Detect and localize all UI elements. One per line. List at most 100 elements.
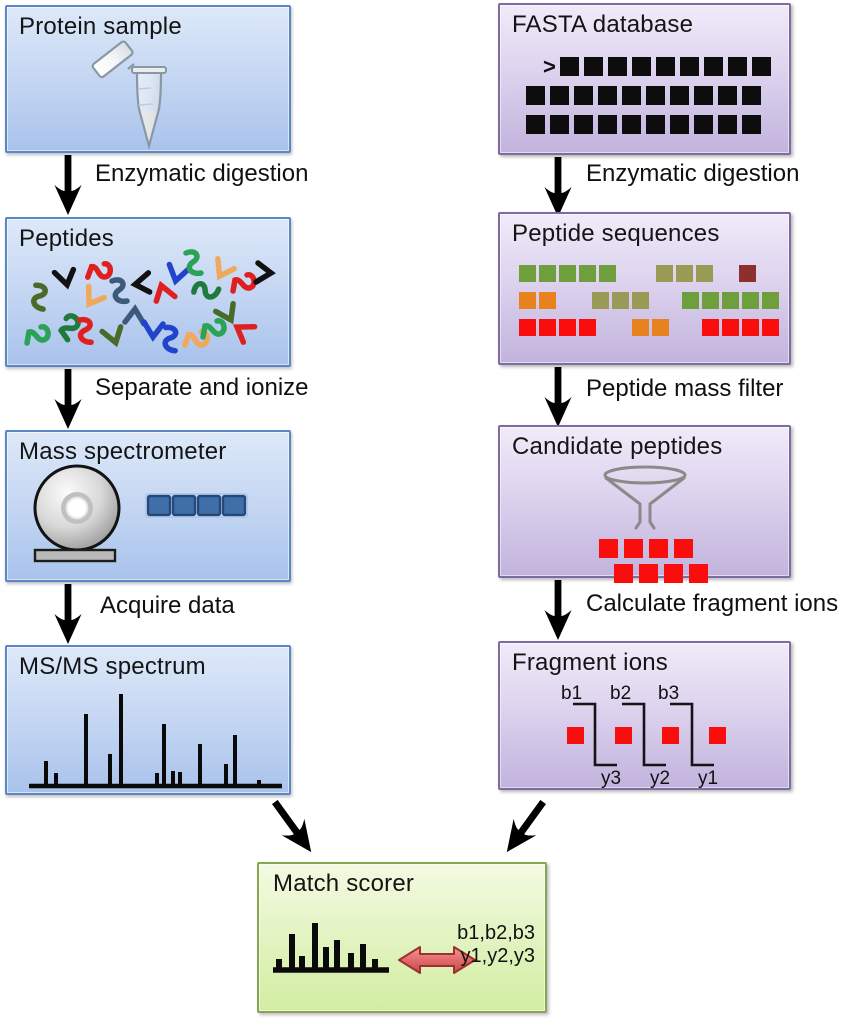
- sequence-square: [579, 265, 596, 282]
- box-peptides: Peptides: [5, 217, 291, 367]
- sequence-square: [696, 265, 713, 282]
- sequence-square: [762, 319, 779, 336]
- box-title: Mass spectrometer: [19, 438, 227, 465]
- microcentrifuge-tube-icon: [91, 40, 167, 151]
- down-arrow: [54, 155, 82, 215]
- b-ions-label: b1,b2,b3: [457, 922, 535, 944]
- sequence-square: [656, 57, 675, 76]
- sequence-square: [550, 115, 569, 134]
- sequence-square: [722, 319, 739, 336]
- sequence-square: [670, 86, 689, 105]
- sequence-square: [592, 292, 609, 309]
- sequence-square: [702, 292, 719, 309]
- arrow-label: Acquire data: [100, 592, 235, 619]
- sequence-square: [646, 86, 665, 105]
- peptide-square: [614, 564, 633, 583]
- sequence-square: [718, 115, 737, 134]
- sequence-square: [612, 292, 629, 309]
- sequence-square: [622, 86, 641, 105]
- sequence-square: [519, 319, 536, 336]
- sequence-square: [680, 57, 699, 76]
- svg-text:y1: y1: [698, 768, 718, 788]
- arrow-label: Peptide mass filter: [586, 375, 784, 402]
- sequence-square: [670, 115, 689, 134]
- box-protein-sample: Protein sample: [5, 5, 291, 153]
- down-arrow: [544, 157, 572, 217]
- box-peptide-sequences: Peptide sequences: [498, 212, 791, 365]
- double-arrow-icon: [398, 946, 476, 974]
- sequence-square: [598, 86, 617, 105]
- sequence-square: [574, 115, 593, 134]
- sequence-square: [539, 265, 556, 282]
- arrow-label: Calculate fragment ions: [586, 590, 839, 617]
- sequence-square: [519, 292, 536, 309]
- peptide-sequence-row: [519, 292, 782, 309]
- box-title: Candidate peptides: [512, 433, 723, 460]
- box-title: Match scorer: [273, 870, 415, 897]
- sequence-square: [646, 115, 665, 134]
- sequence-square: [519, 265, 536, 282]
- down-arrow: [544, 367, 572, 427]
- sequence-square: [608, 57, 627, 76]
- box-title: FASTA database: [512, 11, 694, 38]
- box-title: Peptides: [19, 225, 114, 252]
- sequence-square: [599, 265, 616, 282]
- sequence-square: [722, 292, 739, 309]
- sequence-square: [742, 319, 759, 336]
- arrow-label: Separate and ionize: [95, 374, 309, 401]
- arrow-label: Enzymatic digestion: [586, 160, 800, 187]
- fasta-prefix: >: [543, 54, 556, 79]
- colored-sequences-icon: [519, 265, 784, 345]
- peptide-square: [689, 564, 708, 583]
- fasta-row: >: [543, 54, 776, 79]
- svg-text:b2: b2: [610, 683, 631, 704]
- spectrometer-icon: [33, 464, 248, 563]
- peptide-square: [599, 539, 618, 558]
- sequence-square: [560, 57, 579, 76]
- box-mass-spectrometer: Mass spectrometer: [5, 430, 291, 582]
- ion-labels: b1,b2,b3 y1,y2,y3: [457, 922, 535, 968]
- sequence-square: [526, 115, 545, 134]
- sequence-square: [762, 292, 779, 309]
- box-title: Protein sample: [19, 13, 182, 40]
- peptide-sequence-row: [519, 319, 782, 336]
- sequence-square: [574, 86, 593, 105]
- sequence-square: [622, 115, 641, 134]
- svg-text:y3: y3: [601, 768, 621, 788]
- sequence-square: [742, 115, 761, 134]
- sequence-square: [579, 319, 596, 336]
- box-msms-spectrum: MS/MS spectrum: [5, 645, 291, 795]
- detector-squares-icon: [145, 493, 248, 518]
- converge-arrow-right: [506, 799, 547, 853]
- box-match-scorer: Match scorer b1,b2,b3 y1,y2,y3: [257, 862, 547, 1013]
- box-title: Fragment ions: [512, 649, 668, 676]
- svg-text:y2: y2: [650, 768, 670, 788]
- box-title: Peptide sequences: [512, 220, 720, 247]
- box-fasta-database: FASTA database >: [498, 3, 791, 155]
- arrow-label: Enzymatic digestion: [95, 160, 309, 187]
- peptide-square: [664, 564, 683, 583]
- sequence-square: [742, 86, 761, 105]
- sequence-square: [752, 57, 771, 76]
- candidate-squares-row: [599, 539, 699, 558]
- funnel-icon: [603, 465, 687, 530]
- peptide-square: [674, 539, 693, 558]
- sequence-square: [632, 57, 651, 76]
- sequence-square: [704, 57, 723, 76]
- converge-arrow-left: [271, 799, 312, 853]
- sequence-square: [718, 86, 737, 105]
- sequence-square: [598, 115, 617, 134]
- sequence-square: [702, 319, 719, 336]
- sequence-square: [656, 265, 673, 282]
- down-arrow: [54, 584, 82, 644]
- sequence-square: [539, 319, 556, 336]
- y-ions-label: y1,y2,y3: [460, 945, 535, 967]
- sequence-square: [682, 292, 699, 309]
- peptide-square: [624, 539, 643, 558]
- sequence-square: [652, 319, 669, 336]
- box-title: MS/MS spectrum: [19, 653, 206, 680]
- peptide-squiggles-icon: [24, 249, 276, 354]
- spectrum-icon: [29, 694, 282, 789]
